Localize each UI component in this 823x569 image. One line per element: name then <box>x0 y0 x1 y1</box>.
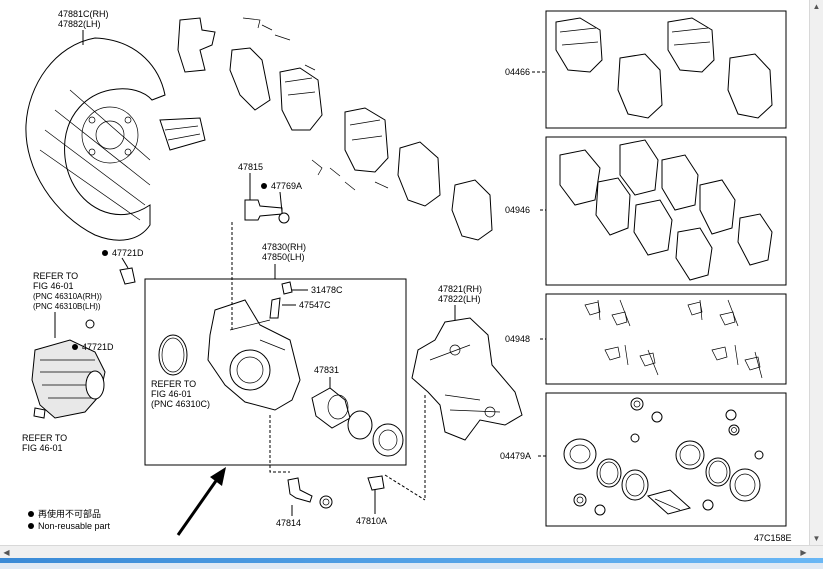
ref3-line1: REFER TO <box>22 433 67 443</box>
caliper-drawing <box>207 299 301 411</box>
dust-cover-drawing <box>25 37 206 241</box>
label-47547c: 47547C <box>299 300 331 310</box>
label-47822: 47822(LH) <box>438 294 481 304</box>
pointer-arrow-icon <box>176 467 226 536</box>
clip-set-drawing <box>584 299 763 379</box>
kit-box-04948 <box>545 293 787 385</box>
label-04946: 04946 <box>505 205 530 215</box>
ref2-line1: REFER TO <box>151 379 196 389</box>
ref1-line3: (PNC 46310A(RH)) <box>33 292 102 301</box>
kit-box-04479a <box>545 392 787 527</box>
label-47881c: 47881C(RH) <box>58 9 109 19</box>
ref3-line2: FIG 46-01 <box>22 443 63 453</box>
label-47821: 47821(RH) <box>438 284 482 294</box>
dust-boot-ring <box>158 334 188 376</box>
kit-box-04466 <box>545 10 787 129</box>
label-47721d-top: 47721D <box>112 248 144 258</box>
label-47831: 47831 <box>314 365 339 375</box>
pad-clips-top <box>177 17 493 241</box>
label-47814: 47814 <box>276 518 301 528</box>
horizontal-scrollbar[interactable]: ◀ ▶ <box>0 545 823 559</box>
actuator-drawing <box>31 339 106 419</box>
label-47850: 47850(LH) <box>262 252 305 262</box>
scroll-up-arrow-icon[interactable]: ▲ <box>812 2 821 11</box>
diagram-code: 47C158E <box>754 533 792 543</box>
label-47815: 47815 <box>238 162 263 172</box>
kit-box-04946 <box>545 136 787 286</box>
label-47882: 47882(LH) <box>58 19 101 29</box>
legend-non-reusable-cn: 再使用不可部品 <box>38 508 101 519</box>
shim-set-drawing <box>559 139 773 281</box>
scroll-left-arrow-icon[interactable]: ◀ <box>3 548 10 557</box>
washer-47721d <box>85 319 95 329</box>
label-47830: 47830(RH) <box>262 242 306 252</box>
taskbar-strip <box>0 558 823 569</box>
pad-set-drawing <box>555 17 773 119</box>
label-31478c: 31478C <box>311 285 343 295</box>
caliper-bracket-drawing <box>411 317 523 441</box>
label-47769a: 47769A <box>271 181 302 191</box>
vertical-scrollbar[interactable]: ▲ ▼ <box>809 0 823 545</box>
seal-kit-drawing <box>563 397 764 516</box>
label-47721d: 47721D <box>82 342 114 352</box>
label-04479a: 04479A <box>500 451 531 461</box>
ref1-line4: (PNC 46310B(LH)) <box>33 302 101 311</box>
label-04948: 04948 <box>505 334 530 344</box>
parts-diagram: 47881C(RH) 47882(LH) 47721D 47815 47769A… <box>22 9 792 543</box>
ref1-line1: REFER TO <box>33 271 78 281</box>
legend-non-reusable-en: Non-reusable part <box>38 521 111 531</box>
scroll-down-arrow-icon[interactable]: ▼ <box>812 534 821 543</box>
ref2-line2: FIG 46-01 <box>151 389 192 399</box>
label-47810a: 47810A <box>356 516 387 526</box>
scroll-right-arrow-icon[interactable]: ▶ <box>800 548 807 557</box>
ref1-line2: FIG 46-01 <box>33 281 74 291</box>
ref2-line3: (PNC 46310C) <box>151 399 210 409</box>
label-04466: 04466 <box>505 67 530 77</box>
